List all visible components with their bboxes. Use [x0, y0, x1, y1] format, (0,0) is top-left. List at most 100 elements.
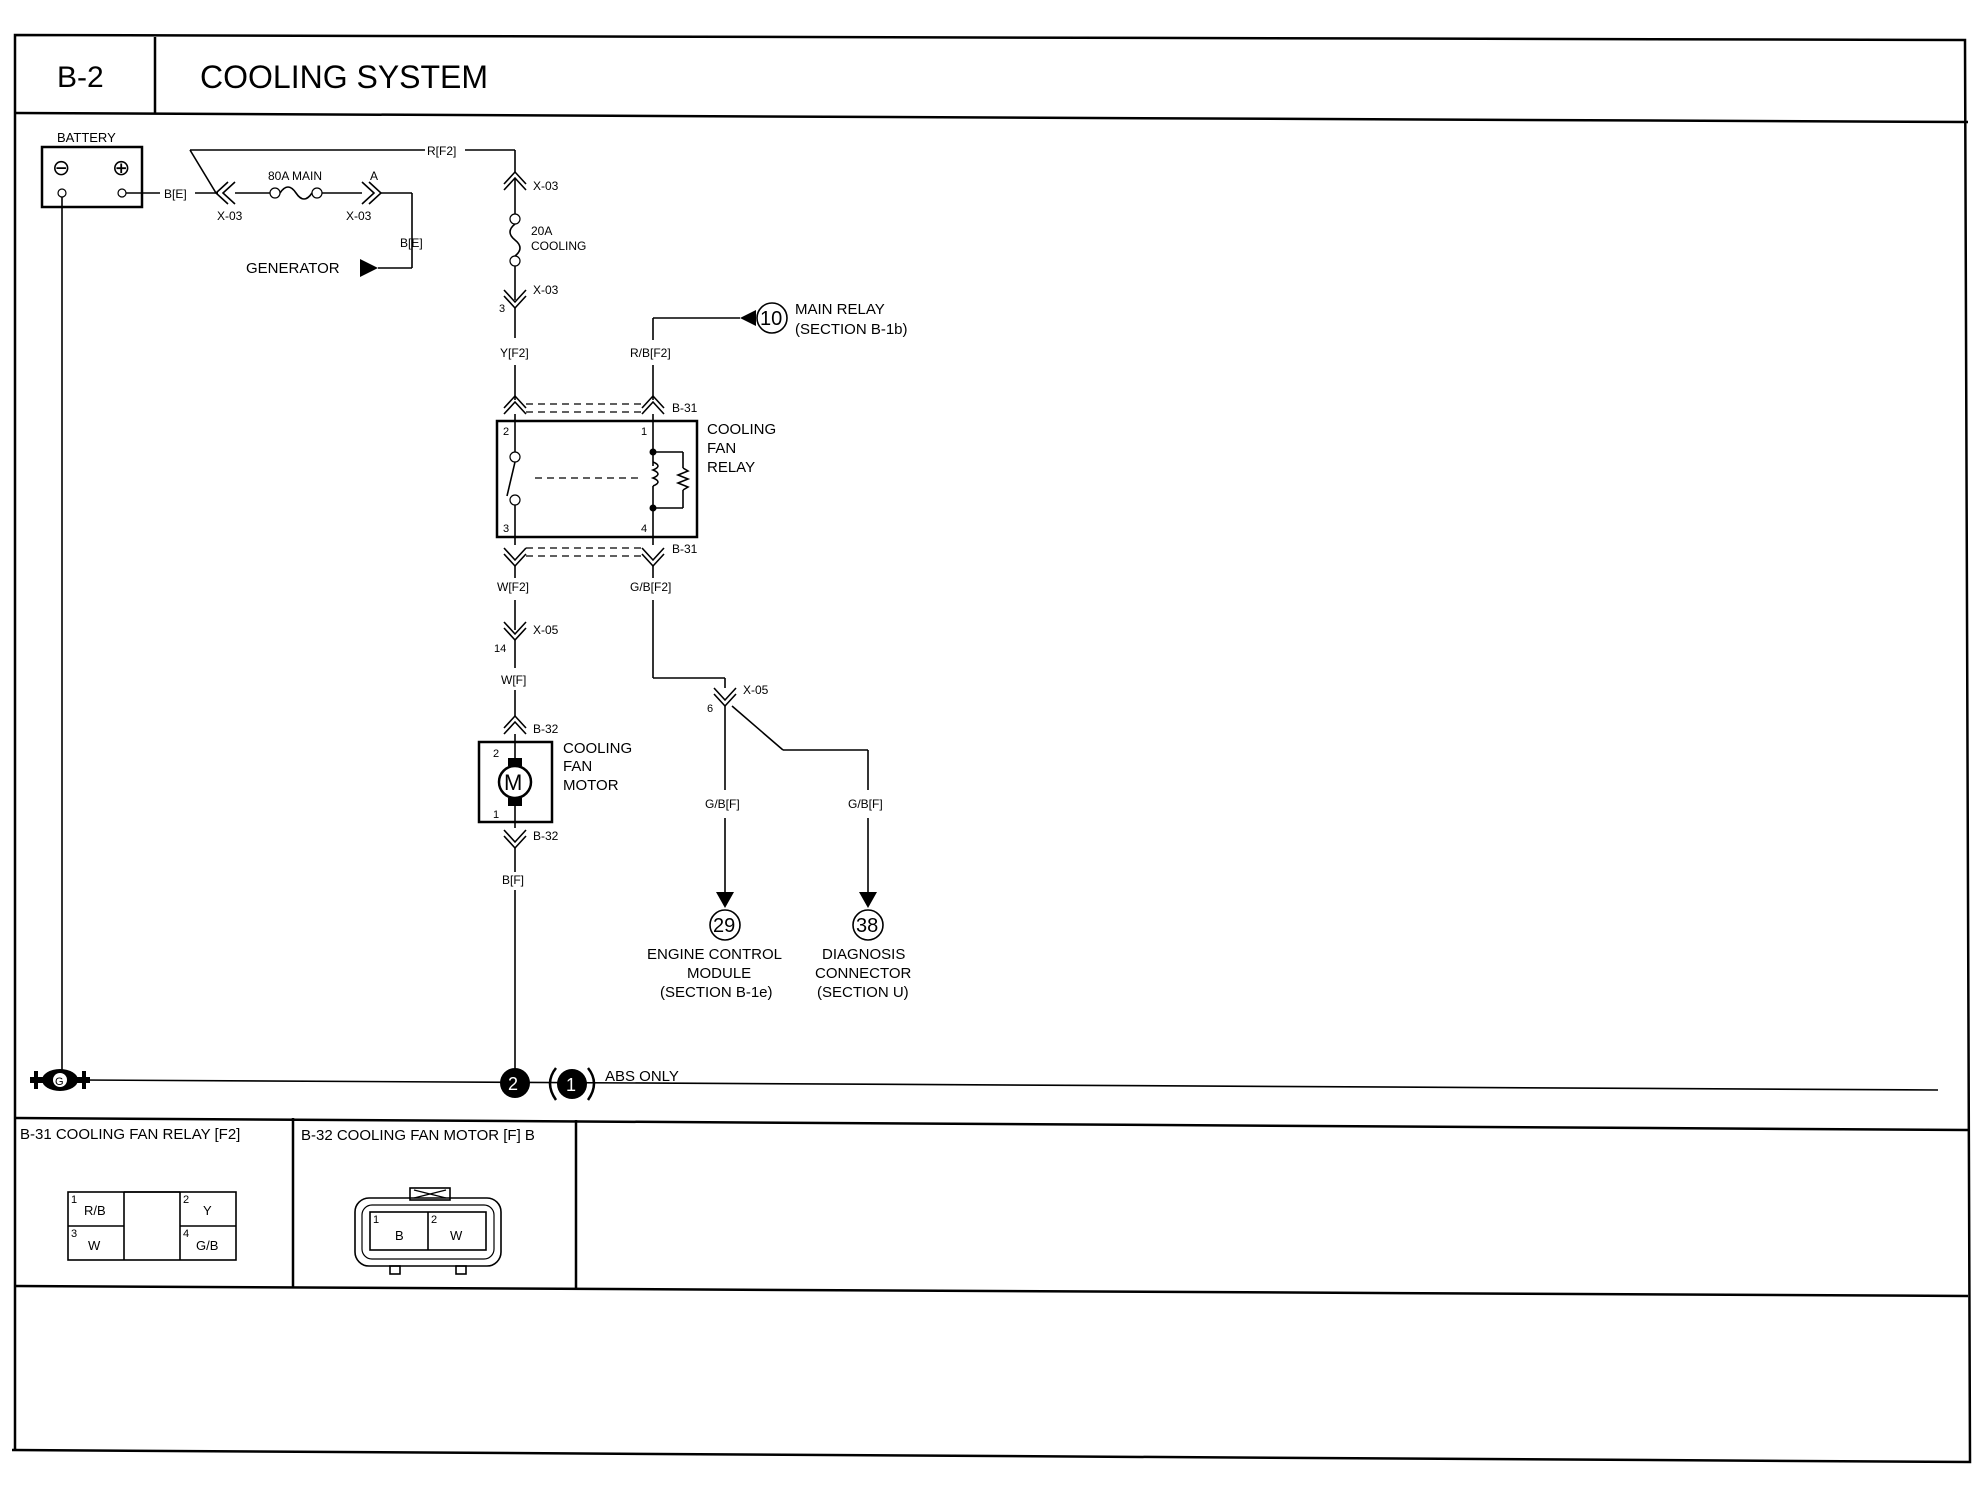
b31-cell-2-color: Y	[203, 1203, 212, 1218]
connector-x05-right: X-05	[743, 683, 769, 697]
ground-point-1: 1	[566, 1075, 576, 1095]
wire-r-f2: R[F2]	[427, 144, 456, 158]
wire-b-e-2: B[E]	[400, 236, 423, 250]
main-fuse-circuit: B[E] X-03 R[F2] 80A MAIN A X-03 B[E] GEN…	[126, 144, 515, 277]
b31-cell-4-pin: 4	[183, 1228, 189, 1240]
relay-pin-2: 2	[503, 426, 509, 438]
main-relay-arrow-icon	[740, 310, 756, 326]
relay-label-line3: RELAY	[707, 459, 755, 476]
b31-cell-3-color: W	[88, 1238, 101, 1253]
main-relay-ref-label: MAIN RELAY	[795, 301, 885, 318]
b31-cell-2-pin: 2	[183, 1194, 189, 1206]
battery-negative-icon: ⊖	[52, 155, 70, 180]
section-code: B-2	[57, 61, 104, 94]
cooling-fan-relay: B-31 2 1 3 4 COOLING FAN RELAY	[495, 394, 776, 568]
wire-gb-f-2: G/B[F]	[848, 797, 883, 811]
wire-b-f: B[F]	[502, 873, 524, 887]
b31-view-title: B-31 COOLING FAN RELAY [F2]	[20, 1126, 240, 1143]
b31-cell-1: 1 R/B	[71, 1194, 106, 1218]
motor-label-line1: COOLING	[563, 740, 632, 757]
motor-pin-1: 1	[493, 809, 499, 821]
cooling-fan-motor: 2 1 M COOLING FAN MOTOR B-32 B[F]	[477, 734, 632, 1072]
diag-arrow-icon	[859, 892, 877, 908]
b31-cell-2: 2 Y	[183, 1194, 212, 1218]
page-frame	[11, 33, 1972, 1464]
wire-y-f2: Y[F2]	[500, 346, 529, 360]
ecm-label-line2: MODULE	[687, 965, 751, 982]
connector-b31-top: B-31	[672, 401, 698, 415]
connector-b32-top: B-32	[533, 722, 559, 736]
wire-gb-f-1: G/B[F]	[705, 797, 740, 811]
connector-x03-bottom: X-03	[533, 283, 559, 297]
main-relay-ref-number: 10	[760, 308, 782, 330]
relay-pin-4: 4	[641, 523, 647, 535]
battery-positive-icon: ⊕	[112, 155, 130, 180]
connector-b31-bottom: B-31	[672, 542, 698, 556]
ecm-label-line1: ENGINE CONTROL	[647, 946, 782, 963]
motor-label-line2: FAN	[563, 758, 592, 775]
connector-x05-right-pin: 6	[707, 703, 713, 715]
relay-pin-3: 3	[503, 523, 509, 535]
b31-cell-4-color: G/B	[196, 1238, 218, 1253]
b31-cell-1-color: R/B	[84, 1203, 106, 1218]
motor-icon: M	[504, 770, 522, 795]
ground-point-2: 2	[508, 1074, 518, 1094]
b32-cell-1-color: B	[395, 1228, 404, 1243]
connector-x05-left: X-05	[533, 623, 559, 637]
ground-icon: G	[30, 1069, 90, 1091]
generator-label: GENERATOR	[246, 260, 340, 277]
motor-pin-2: 2	[493, 748, 499, 760]
b32-view-title: B-32 COOLING FAN MOTOR [F] B	[301, 1127, 535, 1144]
connector-x03-right: X-03	[346, 209, 372, 223]
fuse-80a-main: 80A MAIN	[268, 169, 322, 183]
ground-symbol: G	[55, 1076, 64, 1088]
b32-cell-1-pin: 1	[373, 1214, 379, 1226]
diag-ref-number: 38	[856, 915, 878, 937]
connector-view-b31: B-31 COOLING FAN RELAY [F2] 1 R/B 2 Y 3 …	[20, 1126, 240, 1261]
wire-w-f: W[F]	[501, 673, 526, 687]
connector-x03-left: X-03	[217, 209, 243, 223]
ecm-arrow-icon	[716, 892, 734, 908]
diag-label-line3: (SECTION U)	[817, 984, 909, 1001]
connector-x03-pin: 3	[499, 303, 505, 315]
diag-label-line1: DIAGNOSIS	[822, 946, 905, 963]
ecm-ref-number: 29	[713, 915, 735, 937]
diag-label-line2: CONNECTOR	[815, 965, 912, 982]
wire-b-e-1: B[E]	[164, 187, 187, 201]
wire-w-f2: W[F2]	[497, 580, 529, 594]
ecm-label-line3: (SECTION B-1e)	[660, 984, 773, 1001]
relay-label-line1: COOLING	[707, 421, 776, 438]
connector-b32-bottom: B-32	[533, 829, 559, 843]
gb-branch: G/B[F2] X-05 6 G/B[F] G/B[F] 29 38 ENGIN…	[630, 566, 912, 1001]
relay-pin-1: 1	[641, 426, 647, 438]
b31-cell-1-pin: 1	[71, 1194, 77, 1206]
battery-label: BATTERY	[57, 130, 116, 145]
ground-bus: G 2 1 ABS ONLY	[30, 1067, 1939, 1101]
b32-cell-2: 2 W	[431, 1214, 463, 1243]
cooling-fuse-circuit: X-03 20A COOLING X-03 3 Y[F2]	[499, 150, 586, 400]
connector-x03-top: X-03	[533, 179, 559, 193]
motor-label-line3: MOTOR	[563, 777, 619, 794]
fuse-20a: 20A	[531, 224, 552, 238]
generator-arrow-icon	[360, 259, 378, 277]
b32-cell-1: 1 B	[373, 1214, 404, 1243]
relay-label-line2: FAN	[707, 440, 736, 457]
wire-rb-f2: R/B[F2]	[630, 346, 671, 360]
connector-view-b32: B-32 COOLING FAN MOTOR [F] B 1 B 2 W	[301, 1127, 535, 1275]
main-relay-feed: 10 MAIN RELAY (SECTION B-1b) R/B[F2]	[630, 301, 908, 400]
b31-cell-3-pin: 3	[71, 1228, 77, 1240]
wire-gb-f2: G/B[F2]	[630, 580, 671, 594]
abs-only-note: ABS ONLY	[605, 1068, 679, 1085]
b32-cell-2-pin: 2	[431, 1214, 437, 1226]
motor-feed: W[F2] X-05 14 W[F] B-32	[494, 566, 559, 736]
connector-x03-a: A	[370, 169, 378, 183]
connector-x05-left-pin: 14	[494, 643, 506, 655]
b32-cell-2-color: W	[450, 1228, 463, 1243]
main-relay-ref-section: (SECTION B-1b)	[795, 321, 908, 338]
battery: BATTERY ⊖ ⊕	[40, 130, 144, 209]
fuse-cooling-label: COOLING	[531, 239, 586, 253]
page-title: COOLING SYSTEM	[200, 59, 488, 95]
b31-cell-3: 3 W	[71, 1228, 101, 1253]
b31-cell-4: 4 G/B	[183, 1228, 218, 1253]
